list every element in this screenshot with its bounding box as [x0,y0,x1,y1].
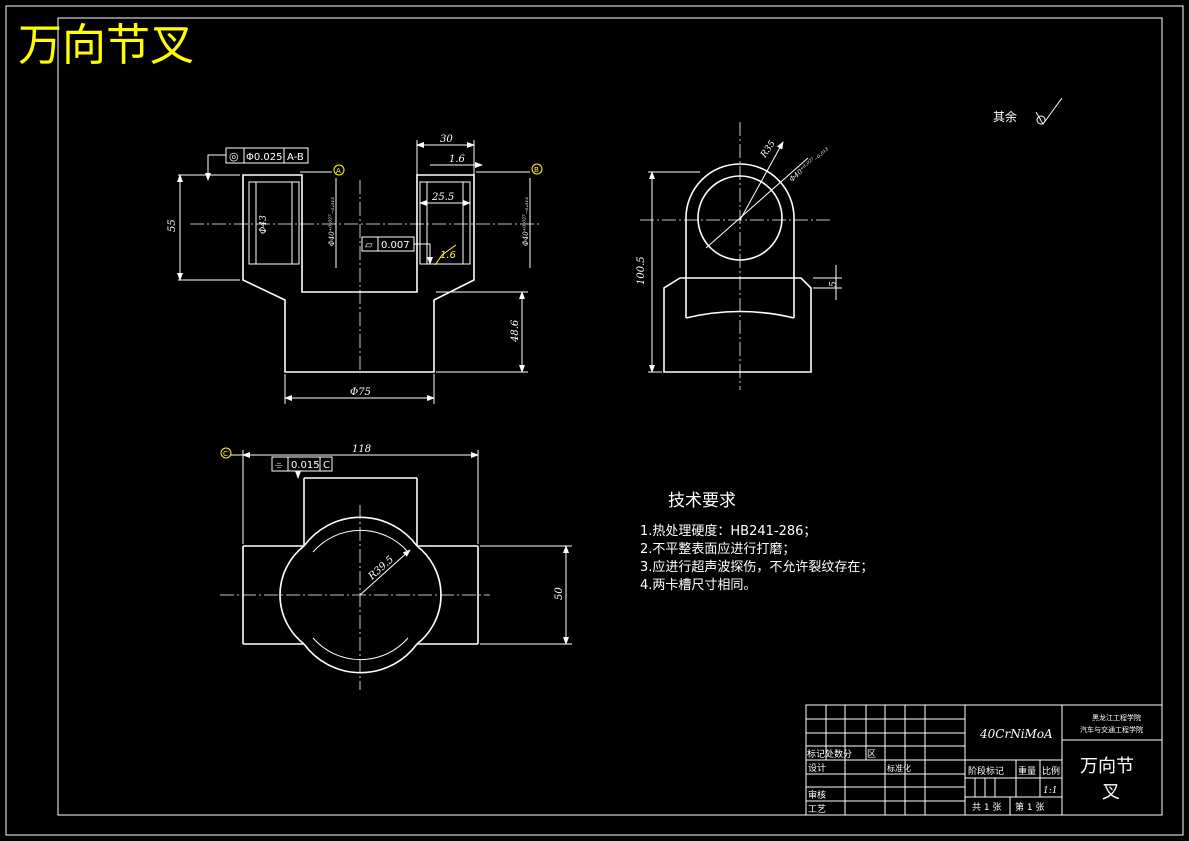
datum-c-label: C [223,450,228,458]
dim-side-bore: Φ40⁺⁰·⁰²⁷₋₀.₀₁₃ [788,145,830,184]
datum-b-marker: B [476,163,543,175]
tb-zone: 区 [867,749,876,760]
right-bore [419,181,471,265]
dim-1-6: 1.6 [449,154,466,165]
tb-process: 工艺 [808,804,826,815]
tech-requirements: 技术要求 1.热处理硬度：HB241-286； 2.不平整表面应进行打磨； 3.… [640,491,873,593]
left-bore [248,181,300,265]
coaxiality-symbol: ◎ [229,150,239,163]
tb-school-2: 汽车与交通工程学院 [1080,725,1143,734]
tech-item-2: 2.不平整表面应进行打磨； [640,541,795,557]
tb-sheets-total: 共 1 张 [972,802,1001,813]
tb-school-1: 黑龙江工程学院 [1092,713,1141,722]
symmetry-value: 0.015 [291,460,320,471]
big-title: 万向节叉 [18,20,194,71]
symmetry-frame: ⌯ 0.015 C [271,456,333,479]
dim-fit-right: Φ40⁺⁰·⁰²⁷₋₀.₀₁₃ [522,197,530,246]
datum-a-marker: A [300,164,345,176]
roughness-note: 其余 [993,97,1063,125]
tb-scale-value: 1:1 [1043,786,1057,796]
tech-heading: 技术要求 [668,491,736,511]
datum-c-marker: C [220,447,243,459]
front-section [242,174,475,373]
top-view: 118 C ⌯ 0.015 C R39.5 50 [220,444,572,690]
title-block: 标记处数分 区 设计 标准化 审核 工艺 40CrNiMoA 阶段标记 重量 比… [805,704,1163,816]
coaxiality-frame: ◎ Φ0.025 A-B [205,147,309,181]
dim-50: 50 [554,587,565,600]
top-arc-outer-top [303,516,418,547]
datum-b-label: B [534,166,539,174]
dim-25-5: 25.5 [431,192,454,203]
side-lug [685,163,795,288]
inner-border [57,17,1163,816]
dim-fit-left: Φ40⁺⁰·⁰²⁷₋₀.₀₁₃ [328,197,336,246]
top-arc-outer-bottom [303,643,418,674]
dim-phi75: Φ75 [350,387,371,398]
front-view: 55 ◎ Φ0.025 A-B A B 30 1.6 [167,134,543,404]
flatness-symbol: ⏥ [365,240,373,251]
tb-material: 40CrNiMoA [979,727,1053,741]
dim-5: 5 [829,281,839,287]
tb-scale-label: 比例 [1042,765,1060,777]
tb-review: 审核 [808,789,826,801]
tb-design: 设计 [808,762,826,774]
tb-part-name: 万向节 [1080,756,1134,777]
tb-part-name-2: 叉 [1102,782,1120,803]
datum-a-label: A [336,167,341,175]
roughness-note-text: 其余 [993,109,1017,124]
side-view: R35 Φ40⁺⁰·⁰²⁷₋₀.₀₁₃ 100.5 5 [636,122,842,390]
tb-mark: 标记处数分 [807,748,852,760]
outer-border [5,5,1184,836]
dim-48-6: 48.6 [510,319,521,343]
side-base [663,277,812,373]
coaxiality-datum: A-B [287,152,304,163]
tech-item-1: 1.热处理硬度：HB241-286； [640,523,816,539]
tb-sheet-no: 第 1 张 [1015,801,1044,813]
symmetry-datum: C [323,460,330,471]
dim-phi43: Φ43 [259,215,269,234]
flatness-frame: ⏥ 0.007 [361,236,433,265]
tb-stage-mark: 阶段标记 [968,765,1004,777]
side-bore [697,175,783,261]
tb-approve: 标准化 [887,763,911,773]
dim-r35: R35 [759,139,778,161]
dim-118: 118 [352,444,371,455]
dim-100-5: 100.5 [636,256,647,285]
coaxiality-value: Φ0.025 [246,152,283,163]
tb-weight: 重量 [1018,765,1036,777]
dim-r39-5: R39.5 [366,554,396,583]
dim-55: 55 [167,219,178,232]
tech-item-3: 3.应进行超声波探伤，不允许裂纹存在； [640,559,873,575]
dim-30: 30 [440,134,453,145]
roughness-1-6: 1.6 [440,250,456,261]
flatness-value: 0.007 [381,240,410,251]
tech-item-4: 4.两卡槽尺寸相同。 [640,578,756,593]
symmetry-symbol: ⌯ [275,460,283,471]
